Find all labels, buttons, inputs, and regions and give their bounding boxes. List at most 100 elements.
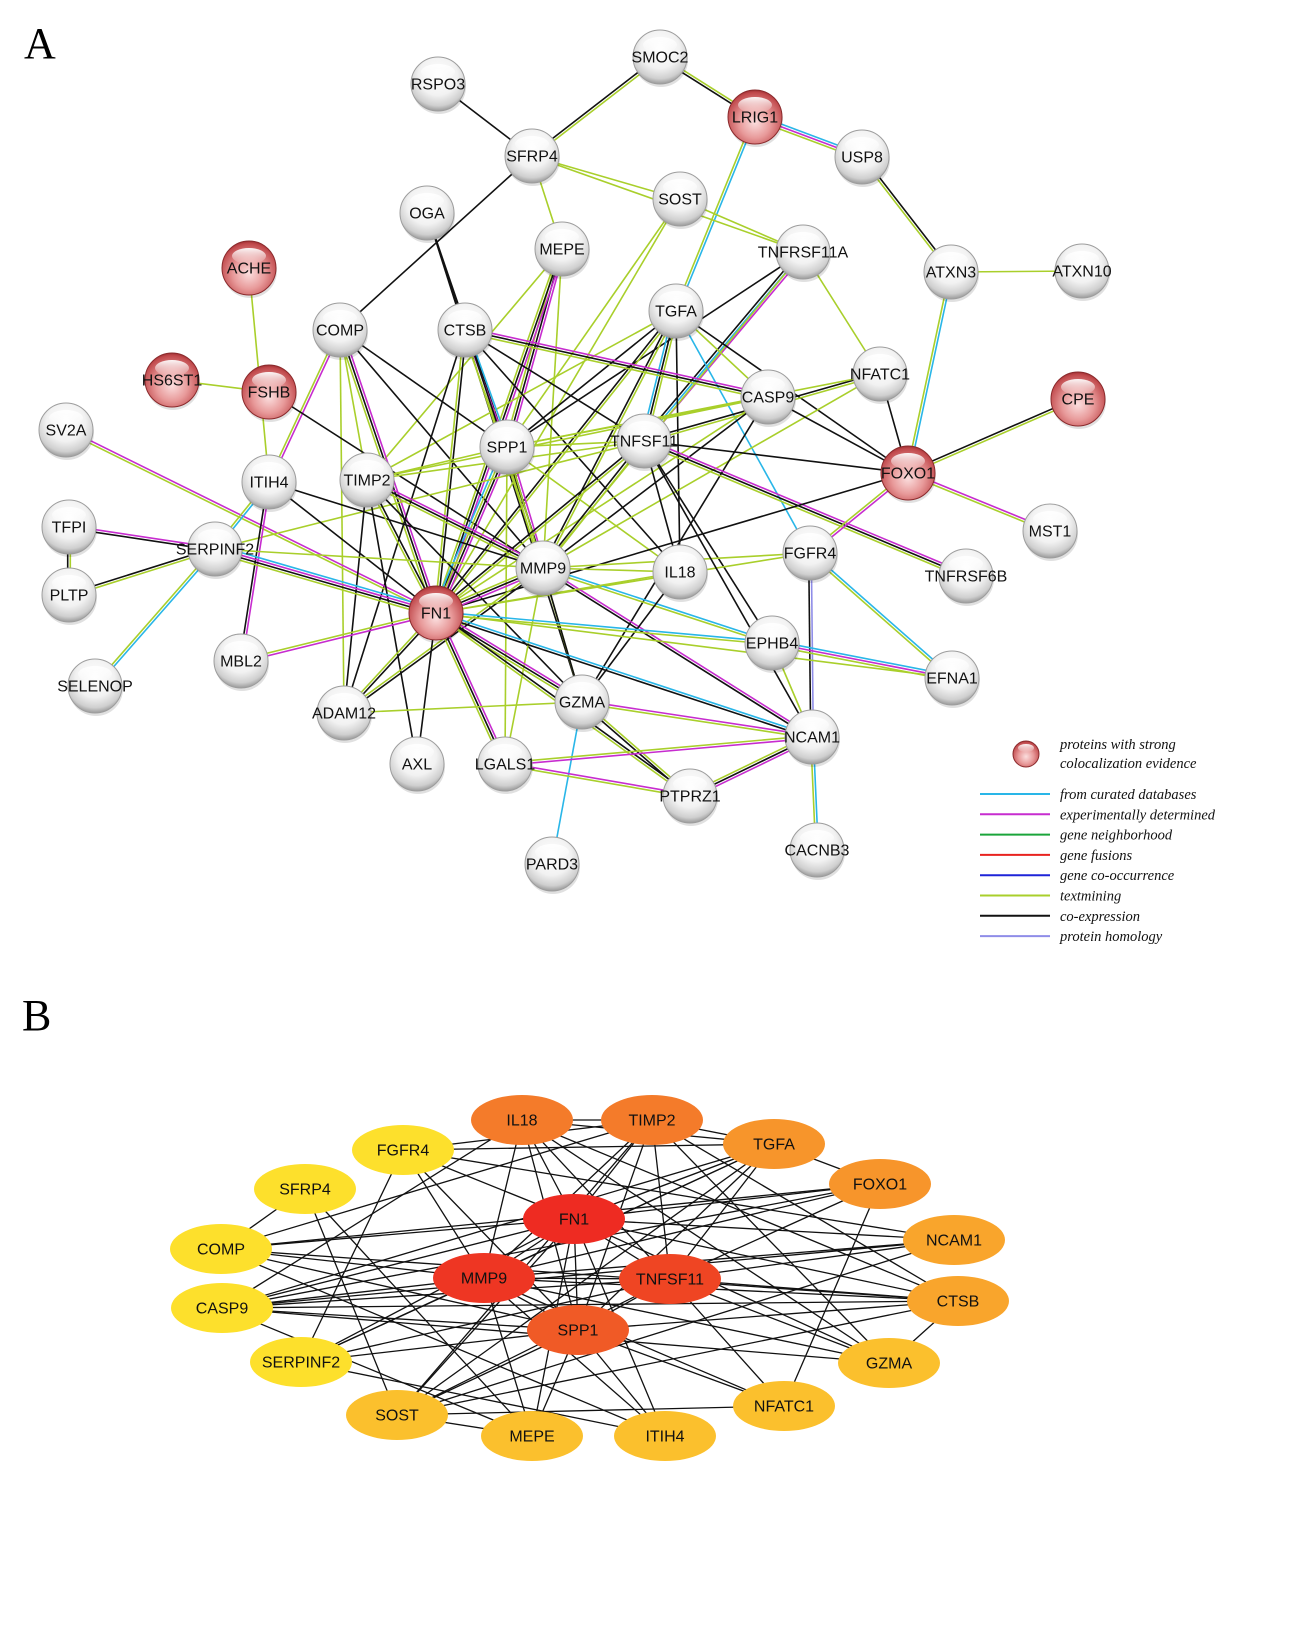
hub-node-label: MMP9	[461, 1271, 507, 1288]
node-tnfsf11[interactable]: TNFSF11	[610, 413, 678, 471]
node-label: FSHB	[248, 385, 291, 402]
edge-channel	[771, 642, 953, 679]
node-lgals1[interactable]: LGALS1	[475, 736, 536, 794]
node-efna1[interactable]: EFNA1	[924, 650, 980, 708]
node-cacnb3[interactable]: CACNB3	[785, 822, 850, 880]
node-oga[interactable]: OGA	[399, 185, 455, 243]
edge-channel	[241, 482, 272, 662]
hub-node-fn1[interactable]: FN1	[523, 1194, 625, 1244]
hub-node-shape	[523, 1194, 625, 1244]
hub-node-casp9[interactable]: CASP9	[171, 1283, 273, 1333]
edge-il18-fn1	[435, 571, 681, 614]
node-fshb[interactable]: FSHB	[241, 364, 297, 422]
edge-mepe-timp2	[366, 248, 563, 481]
node-gloss	[755, 623, 789, 639]
edge-fn1-mbl2	[240, 610, 437, 664]
node-gloss	[845, 137, 879, 153]
node-mmp9[interactable]: MMP9	[515, 540, 571, 598]
node-rspo3[interactable]: RSPO3	[410, 56, 466, 114]
node-tnfrsf11a[interactable]: TNFRSF11A	[758, 224, 849, 282]
node-ephb4[interactable]: EPHB4	[744, 615, 800, 673]
node-sost[interactable]: SOST	[652, 171, 708, 229]
hub-node-mmp9[interactable]: MMP9	[433, 1253, 535, 1303]
node-ctsb[interactable]: CTSB	[437, 302, 493, 360]
hub-node-foxo1[interactable]: FOXO1	[829, 1159, 931, 1209]
legend-item-from-curated-databases: from curated databases	[980, 787, 1197, 803]
node-smoc2[interactable]: SMOC2	[632, 29, 689, 87]
node-label: PTPRZ1	[659, 789, 720, 806]
hub-node-ctsb[interactable]: CTSB	[907, 1276, 1009, 1326]
hub-node-fgfr4[interactable]: FGFR4	[352, 1125, 454, 1175]
hub-node-serpinf2[interactable]: SERPINF2	[250, 1337, 352, 1387]
node-serpinf2[interactable]: SERPINF2	[176, 521, 254, 579]
node-selenop[interactable]: SELENOP	[57, 658, 133, 716]
hub-node-spp1[interactable]: SPP1	[527, 1305, 629, 1355]
hub-node-tnfsf11[interactable]: TNFSF11	[619, 1254, 721, 1304]
node-itih4[interactable]: ITIH4	[241, 454, 297, 512]
node-ncam1[interactable]: NCAM1	[784, 709, 840, 767]
hub-node-ncam1[interactable]: NCAM1	[903, 1215, 1005, 1265]
edge-itih4-mmp9	[268, 481, 544, 569]
node-casp9[interactable]: CASP9	[740, 369, 796, 427]
node-usp8[interactable]: USP8	[834, 129, 890, 187]
node-foxo1[interactable]: FOXO1	[880, 445, 936, 503]
hub-node-shape	[171, 1283, 273, 1333]
node-timp2[interactable]: TIMP2	[339, 452, 395, 510]
node-atxn10[interactable]: ATXN10	[1052, 243, 1112, 301]
edge-channel	[214, 548, 544, 569]
node-comp[interactable]: COMP	[312, 302, 368, 360]
node-tnfrsf6b[interactable]: TNFRSF6B	[925, 548, 1008, 606]
hub-node-il18[interactable]: IL18	[471, 1095, 573, 1145]
edge-serpinf2-itih4	[300, 1361, 666, 1437]
edge-fn1-sost	[396, 1218, 575, 1416]
legend-item-co-expression: co-expression	[980, 909, 1140, 925]
node-ptprz1[interactable]: PTPRZ1	[659, 768, 721, 826]
node-spp1[interactable]: SPP1	[479, 419, 535, 477]
hub-node-tgfa[interactable]: TGFA	[723, 1119, 825, 1169]
node-tfpi[interactable]: TFPI	[41, 499, 97, 557]
node-cpe[interactable]: CPE	[1050, 371, 1106, 429]
hub-node-itih4[interactable]: ITIH4	[614, 1411, 716, 1461]
node-sfrp4[interactable]: SFRP4	[504, 128, 560, 186]
hub-node-sost[interactable]: SOST	[346, 1390, 448, 1440]
hub-node-comp[interactable]: COMP	[170, 1224, 272, 1274]
hub-node-gzma[interactable]: GZMA	[838, 1338, 940, 1388]
edge-sost-tgfa	[396, 1143, 775, 1416]
node-hs6st1[interactable]: HS6ST1	[142, 352, 203, 410]
edge-ctsb-comp	[220, 1248, 959, 1302]
node-pard3[interactable]: PARD3	[524, 836, 580, 894]
node-sv2a[interactable]: SV2A	[38, 402, 94, 460]
edge-channel	[541, 310, 676, 568]
node-lrig1[interactable]: LRIG1	[727, 89, 783, 147]
node-mepe[interactable]: MEPE	[534, 221, 590, 279]
hub-node-label: SOST	[375, 1408, 419, 1425]
hub-node-sfrp4[interactable]: SFRP4	[254, 1164, 356, 1214]
hub-node-nfatc1[interactable]: NFATC1	[733, 1381, 835, 1431]
node-gzma[interactable]: GZMA	[554, 674, 610, 732]
node-label: TGFA	[655, 304, 697, 321]
node-atxn3[interactable]: ATXN3	[923, 244, 979, 302]
edge-ncam1-fgfr4	[402, 1149, 955, 1241]
hub-node-timp2[interactable]: TIMP2	[601, 1095, 703, 1145]
node-tgfa[interactable]: TGFA	[648, 283, 704, 341]
node-label: SERPINF2	[176, 542, 254, 559]
node-fn1[interactable]: FN1	[408, 585, 464, 643]
node-mbl2[interactable]: MBL2	[213, 633, 269, 691]
hub-node-mepe[interactable]: MEPE	[481, 1411, 583, 1461]
edge-channel	[464, 329, 645, 442]
node-axl[interactable]: AXL	[389, 736, 445, 794]
node-label: MBL2	[220, 654, 262, 671]
node-adam12[interactable]: ADAM12	[312, 685, 376, 743]
node-nfatc1[interactable]: NFATC1	[850, 346, 910, 404]
node-label: ITIH4	[249, 475, 288, 492]
node-label: ACHE	[227, 261, 271, 278]
edge-channel	[643, 440, 813, 738]
node-mst1[interactable]: MST1	[1022, 503, 1078, 561]
node-ache[interactable]: ACHE	[221, 240, 277, 298]
node-pltp[interactable]: PLTP	[41, 567, 97, 625]
node-fgfr4[interactable]: FGFR4	[782, 525, 838, 583]
legend-item-protein-homology: protein homology	[980, 929, 1163, 945]
node-label: FGFR4	[784, 546, 837, 563]
node-il18[interactable]: IL18	[652, 544, 708, 602]
edge-channel	[431, 445, 505, 612]
